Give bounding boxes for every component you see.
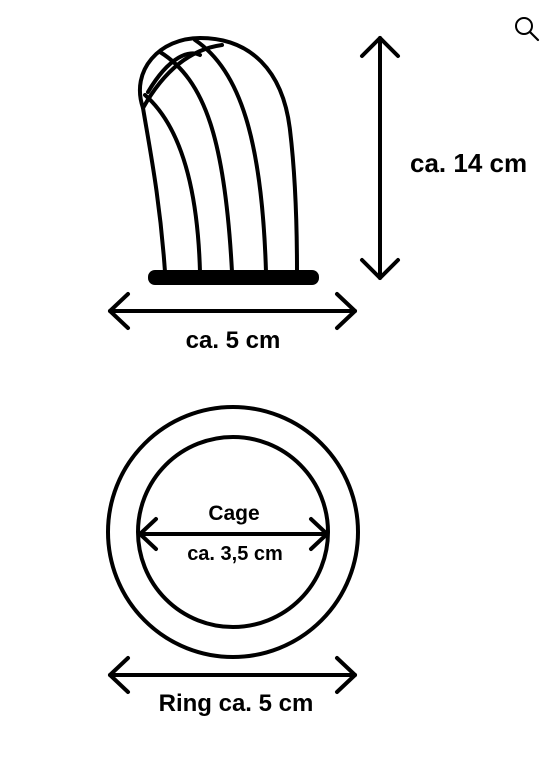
magnifier-icon [515, 17, 540, 42]
ring-outer-circle [106, 405, 360, 659]
product-outline [137, 36, 299, 274]
product-base-plate [148, 270, 319, 285]
cage-label: Cage [208, 502, 259, 525]
ring-label: Ring ca. 5 cm [159, 690, 314, 717]
product-side-view [137, 36, 299, 274]
base-width-arrow [108, 292, 357, 330]
height-arrow [360, 36, 400, 280]
zoom-button[interactable] [512, 14, 542, 44]
ring-width-arrow [108, 656, 357, 694]
product-ridge-4 [143, 93, 202, 274]
base-width-label: ca. 5 cm [186, 327, 281, 354]
product-ridge-3 [193, 38, 268, 274]
cage-inner-circle [136, 435, 330, 629]
product-ridge-2 [141, 43, 234, 274]
height-label: ca. 14 cm [410, 148, 527, 178]
cage-diameter-arrow [138, 517, 329, 551]
cage-size-label: ca. 3,5 cm [187, 543, 283, 565]
